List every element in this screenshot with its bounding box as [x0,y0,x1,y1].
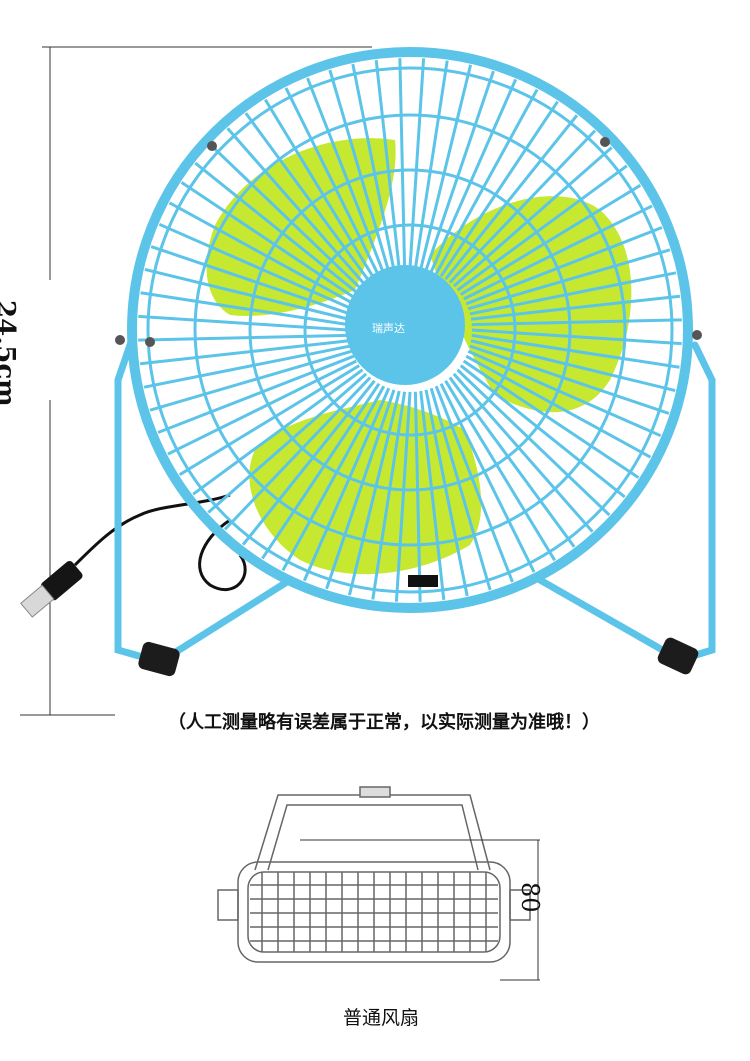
fan-hub [345,265,465,385]
standard-fan-drawing [217,786,540,981]
comparison-caption: 普通风扇 [343,1007,420,1029]
brand-logo-text: 瑞声达 [372,322,405,335]
right-foot [657,637,699,675]
comparison-dimension-label: 80 [516,882,544,913]
power-switch [408,575,438,587]
grill-screws [115,137,702,347]
height-dimension-label: 24.5cm [0,300,20,407]
height-dimension-lines [20,46,372,716]
measurement-notice: （人工测量略有误差属于正常，以实际测量为准哦！） [168,712,600,733]
usb-cable [20,493,247,618]
usb-plug [20,560,83,618]
fan-grill [127,47,693,613]
left-foot [138,641,180,677]
